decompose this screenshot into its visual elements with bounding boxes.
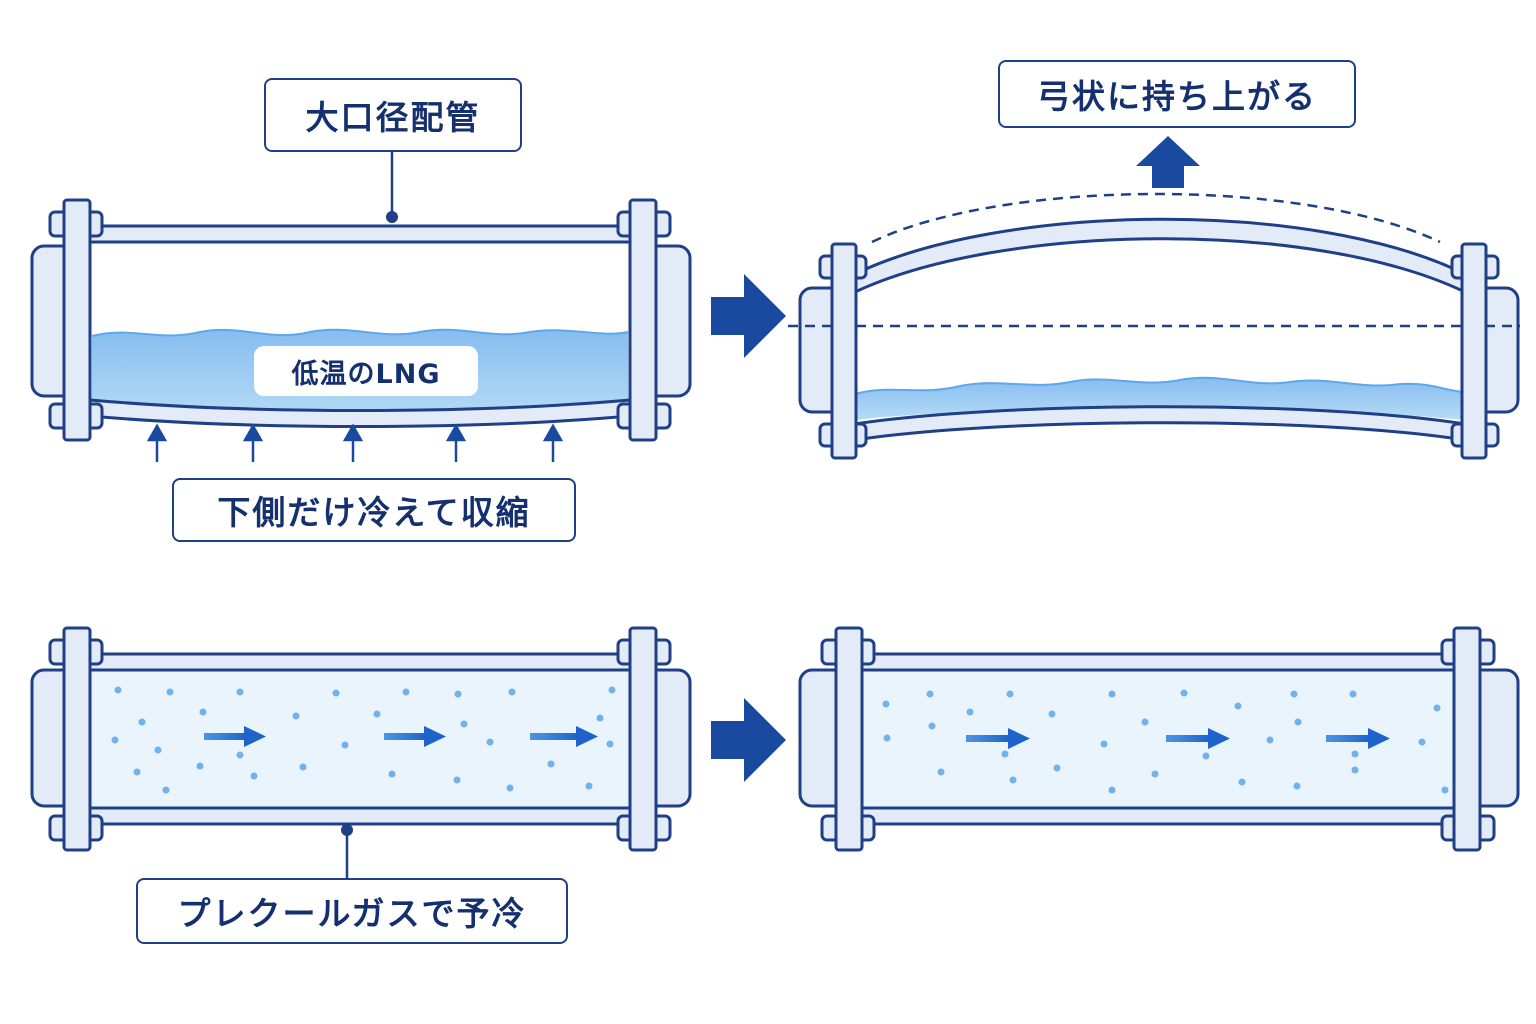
label-bow-up: 弓状に持ち上がる <box>998 60 1356 128</box>
flange-right <box>616 198 672 442</box>
shrink-arrows <box>146 423 564 462</box>
flange-left <box>820 626 876 852</box>
pipe-bottom-wall <box>856 806 1464 826</box>
panel-bowed-pipe <box>788 136 1520 460</box>
pipe-bottom-wall <box>88 806 632 826</box>
lift-up-arrow <box>1136 136 1200 188</box>
label-bottom-shrink: 下側だけ冷えて収縮 <box>172 478 576 542</box>
flange-left <box>48 198 104 442</box>
flange-right <box>1450 242 1500 460</box>
gas-particles <box>111 686 616 794</box>
pipe-top-wall <box>88 224 632 244</box>
leader-dot <box>386 211 398 223</box>
flow-arrows <box>966 728 1390 749</box>
gas-particles <box>882 689 1449 794</box>
flange-right <box>1440 626 1496 852</box>
label-large-diameter-pipe: 大口径配管 <box>264 78 522 152</box>
transition-arrow-top <box>711 274 786 358</box>
panel-uniform-cooled <box>798 626 1520 852</box>
flange-left <box>48 626 104 852</box>
transition-arrow-bottom <box>711 698 786 782</box>
label-precool-gas: プレクールガスで予冷 <box>136 878 568 944</box>
panel-precool <box>30 626 692 878</box>
flange-left <box>818 242 868 460</box>
pipe-top-wall <box>856 652 1464 672</box>
panel-cold-lng <box>30 152 692 462</box>
flange-right <box>616 626 672 852</box>
flow-arrows <box>204 726 598 747</box>
pipe-top-wall <box>88 652 632 672</box>
label-cold-lng: 低温のLNG <box>254 346 478 396</box>
